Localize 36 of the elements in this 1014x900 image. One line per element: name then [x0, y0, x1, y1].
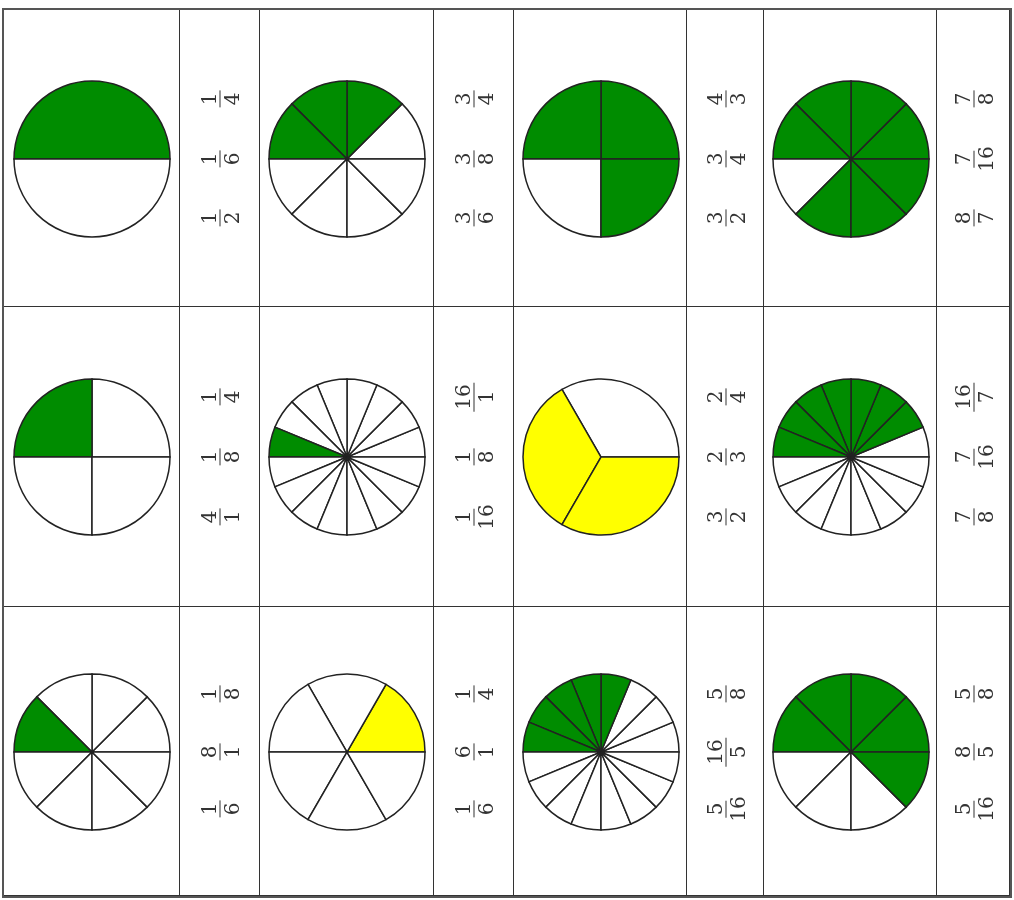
fraction: 1 8 [451, 448, 497, 466]
fraction: 1 8 [197, 448, 243, 466]
fraction: 1 6 [197, 150, 243, 167]
fraction: 3 4 [451, 90, 497, 108]
fraction: 1 8 [197, 685, 243, 703]
fraction: 3 4 [703, 150, 748, 167]
fraction: 6 1 [451, 743, 497, 760]
fraction: 3 2 [703, 209, 748, 227]
fraction: 1 2 [197, 209, 243, 227]
fraction: 8 1 [197, 743, 243, 760]
fraction: 16 7 [951, 382, 996, 412]
fraction: 5 8 [951, 685, 996, 703]
fraction: 3 2 [703, 508, 748, 526]
fraction: 1 16 [451, 504, 497, 530]
fraction: 7 16 [951, 444, 996, 470]
fraction: 1 6 [451, 800, 497, 818]
fraction: 2 4 [703, 388, 748, 406]
fraction: 8 7 [951, 209, 996, 227]
fraction: 5 16 [703, 796, 748, 822]
fraction: 7 8 [951, 90, 996, 108]
fraction: 7 16 [951, 145, 996, 172]
fraction: 2 3 [703, 448, 748, 466]
fraction: 8 5 [951, 743, 996, 760]
fraction: 5 8 [703, 685, 748, 703]
fraction: 1 6 [197, 800, 243, 818]
fraction: 5 16 [951, 796, 996, 822]
fraction: 16 1 [451, 382, 497, 412]
fraction: 4 3 [703, 90, 748, 108]
fraction: 1 4 [197, 90, 243, 108]
fraction: 1 4 [197, 388, 243, 406]
fraction: 1 4 [451, 685, 497, 703]
fraction: 4 1 [197, 508, 243, 526]
fraction: 3 8 [451, 150, 497, 167]
fraction: 7 8 [951, 508, 996, 526]
fraction: 16 5 [703, 736, 748, 767]
fraction: 3 6 [451, 209, 497, 227]
